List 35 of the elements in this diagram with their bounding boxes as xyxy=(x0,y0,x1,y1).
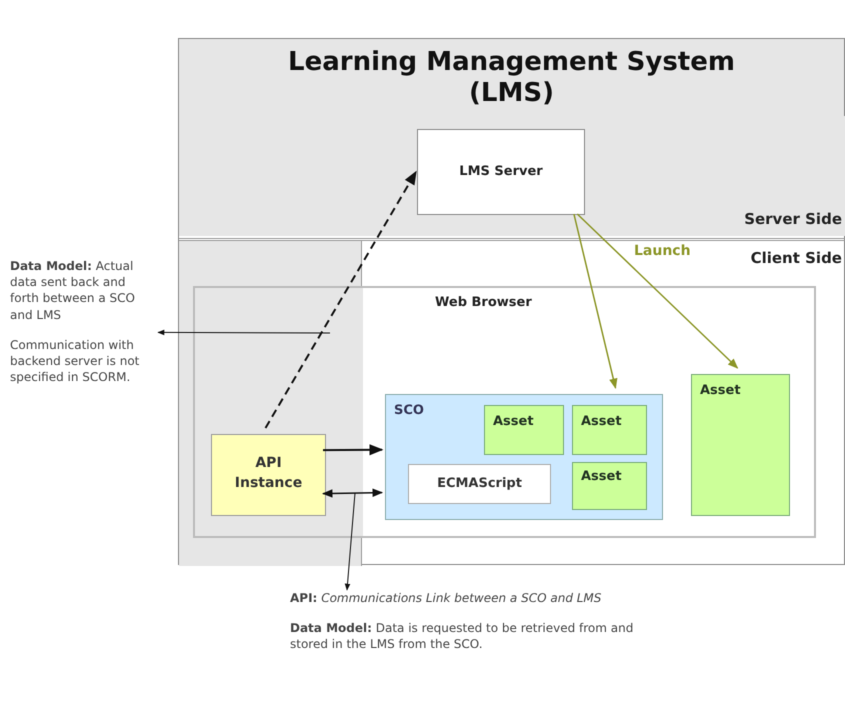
leader-line xyxy=(344,492,356,591)
asset-box xyxy=(572,462,647,510)
node-label: Asset xyxy=(700,383,741,398)
server-side-band xyxy=(179,116,845,236)
script-box xyxy=(408,464,551,504)
note-text: API: Communications Link between a SCO and LMS xyxy=(290,590,602,606)
asset-box xyxy=(572,405,647,455)
arrow xyxy=(576,213,738,369)
api-box xyxy=(211,434,326,516)
asset-box xyxy=(484,405,564,455)
node-label: Asset xyxy=(581,469,622,484)
leader-line xyxy=(157,330,330,336)
region-label: Client Side xyxy=(750,249,842,267)
note-text: Data Model: Actual data sent back and forth between a SCO and LMS xyxy=(10,258,136,323)
node-label: ECMAScript xyxy=(436,476,523,491)
arrow xyxy=(264,170,417,428)
node-label: SCO xyxy=(394,403,424,418)
region-label: Server Side xyxy=(744,210,842,228)
asset-box xyxy=(691,374,790,516)
sco-box xyxy=(385,394,663,520)
arrow xyxy=(322,488,384,498)
system-panel xyxy=(178,38,845,565)
client-side-band xyxy=(179,238,845,566)
node-label: Web Browser xyxy=(435,295,532,310)
arrow xyxy=(573,214,618,390)
arrow xyxy=(323,444,384,456)
browser-box xyxy=(193,286,816,538)
node-label: LMS Server xyxy=(458,164,544,179)
node-label: API Instance xyxy=(234,454,304,494)
server-box xyxy=(417,129,585,215)
system-label: Learning Management System (LMS) xyxy=(287,47,736,110)
node-label: Asset xyxy=(581,414,622,429)
note-text: Communication with backend server is not specified in SCORM. xyxy=(10,336,140,386)
note-text: Data Model: Data is requested to be retrieved from and stored in the LMS from the SCO. xyxy=(290,620,634,653)
node-label: Asset xyxy=(493,414,534,429)
